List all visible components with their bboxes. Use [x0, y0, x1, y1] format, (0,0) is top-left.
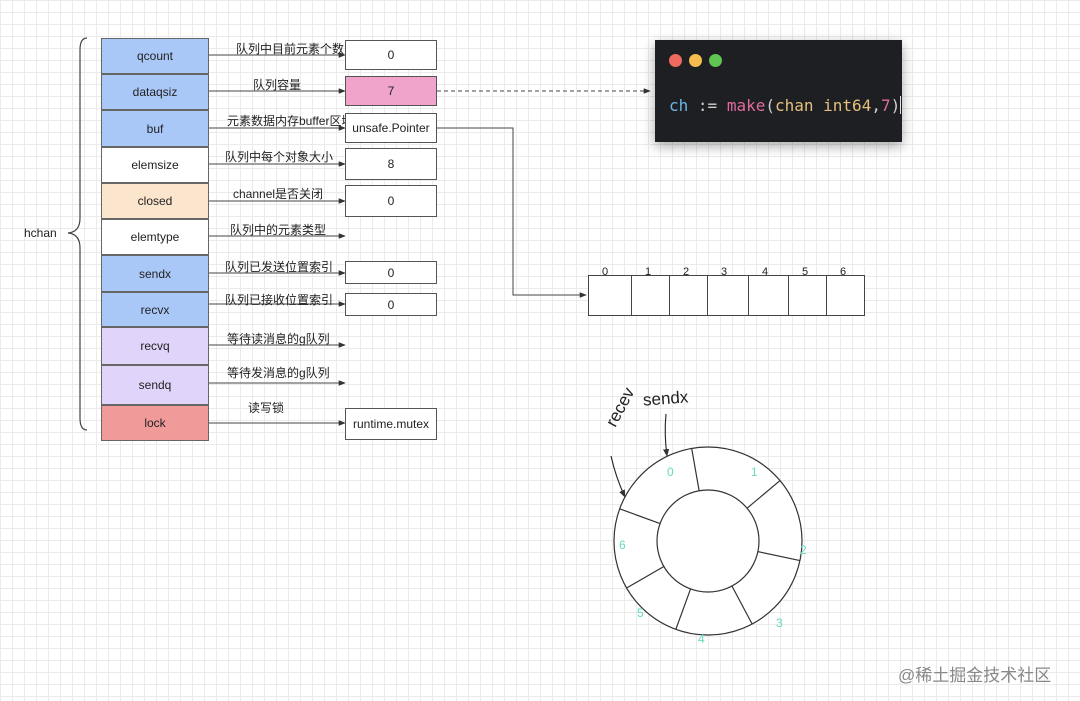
field-desc-elemtype: 队列中的元素类型: [230, 223, 327, 237]
field-recvq: recvq: [101, 327, 209, 365]
value-dataqsiz: 7: [345, 76, 437, 106]
ring-divider: [619, 508, 661, 525]
value-sendx: 0: [345, 261, 437, 284]
field-desc-elemsize: 队列中每个对象大小: [225, 150, 334, 164]
sendx-pointer-arrow: [663, 413, 670, 457]
code-type: int64: [823, 96, 872, 115]
buffer-slot: [826, 275, 865, 316]
field-desc-dataqsiz: 队列容量: [253, 78, 302, 92]
buffer-index-label: 2: [683, 266, 690, 278]
field-elemtype: elemtype: [101, 219, 209, 255]
code-line: ch := make(chan int64,7): [669, 96, 902, 115]
field-desc-recvx: 队列已接收位置索引: [225, 293, 334, 307]
ring-slot-number: 0: [667, 465, 674, 479]
field-recvx: recvx: [101, 292, 209, 327]
field-qcount: qcount: [101, 38, 209, 74]
buffer-index-label: 1: [645, 266, 652, 278]
value-lock: runtime.mutex: [345, 408, 437, 440]
minimize-dot-icon: [689, 54, 702, 67]
field-closed: closed: [101, 183, 209, 219]
field-sendq: sendq: [101, 365, 209, 405]
code-kw: chan: [774, 96, 814, 115]
ring-divider: [626, 565, 665, 589]
value-qcount: 0: [345, 40, 437, 70]
field-desc-sendq: 等待发消息的g队列: [227, 366, 330, 380]
hchan-brace: [67, 37, 88, 431]
ring-divider: [746, 480, 781, 509]
ring-slot-number: 3: [776, 616, 783, 630]
code-var: ch: [669, 96, 689, 115]
code-lparen: (: [765, 96, 775, 115]
buffer-slot: [748, 275, 789, 316]
code-rparen: ): [890, 96, 901, 115]
buffer-slot: [631, 275, 670, 316]
ring-slot-number: 6: [619, 538, 626, 552]
field-sendx: sendx: [101, 255, 209, 292]
hchan-label: hchan: [24, 226, 57, 240]
ring-slot-number: 2: [800, 543, 807, 557]
buffer-index-label: 4: [762, 266, 769, 278]
buffer-index-label: 3: [721, 266, 728, 278]
field-desc-lock: 读写锁: [248, 401, 285, 415]
field-desc-closed: channel是否关闭: [233, 187, 324, 201]
code-comma: ,: [871, 96, 881, 115]
code-window: ch := make(chan int64,7): [655, 40, 902, 142]
ring-slot-number: 1: [751, 465, 758, 479]
field-desc-qcount: 队列中目前元素个数: [236, 42, 345, 56]
buffer-slot: [588, 275, 632, 316]
ring-divider: [691, 448, 700, 491]
buffer-index-label: 0: [602, 266, 609, 278]
field-buf: buf: [101, 110, 209, 147]
buffer-index-label: 5: [802, 266, 809, 278]
value-buf: unsafe.Pointer: [345, 113, 437, 143]
watermark: @稀土掘金技术社区: [898, 666, 1052, 685]
ring-divider: [757, 551, 801, 562]
ring-spokes: [619, 448, 801, 630]
field-desc-recvq: 等待读消息的g队列: [227, 332, 330, 346]
ring-divider: [675, 588, 692, 630]
buffer-slot: [707, 275, 749, 316]
arrow-buf-to-buffer: [437, 127, 587, 298]
recev-pointer-arrow: [610, 455, 626, 498]
value-closed: 0: [345, 185, 437, 217]
ring-inner: [656, 489, 760, 593]
field-dataqsiz: dataqsiz: [101, 74, 209, 110]
buffer-slot: [788, 275, 827, 316]
text-cursor: [900, 96, 902, 114]
field-elemsize: elemsize: [101, 147, 209, 183]
code-num: 7: [880, 96, 891, 115]
sendx-label: sendx: [642, 387, 689, 410]
ring-slot-number: 4: [698, 632, 705, 646]
value-elemsize: 8: [345, 148, 437, 180]
field-desc-buf: 元素数据内存buffer区域: [227, 114, 354, 128]
maximize-dot-icon: [709, 54, 722, 67]
ring-slot-number: 5: [637, 606, 644, 620]
field-lock: lock: [101, 405, 209, 441]
buffer-slot: [669, 275, 708, 316]
field-desc-sendx: 队列已发送位置索引: [225, 260, 334, 274]
buffer-index-label: 6: [840, 266, 847, 278]
ring-divider: [731, 585, 753, 625]
code-func: make: [726, 96, 766, 115]
value-recvx: 0: [345, 293, 437, 316]
code-op: :=: [697, 96, 718, 115]
close-dot-icon: [669, 54, 682, 67]
